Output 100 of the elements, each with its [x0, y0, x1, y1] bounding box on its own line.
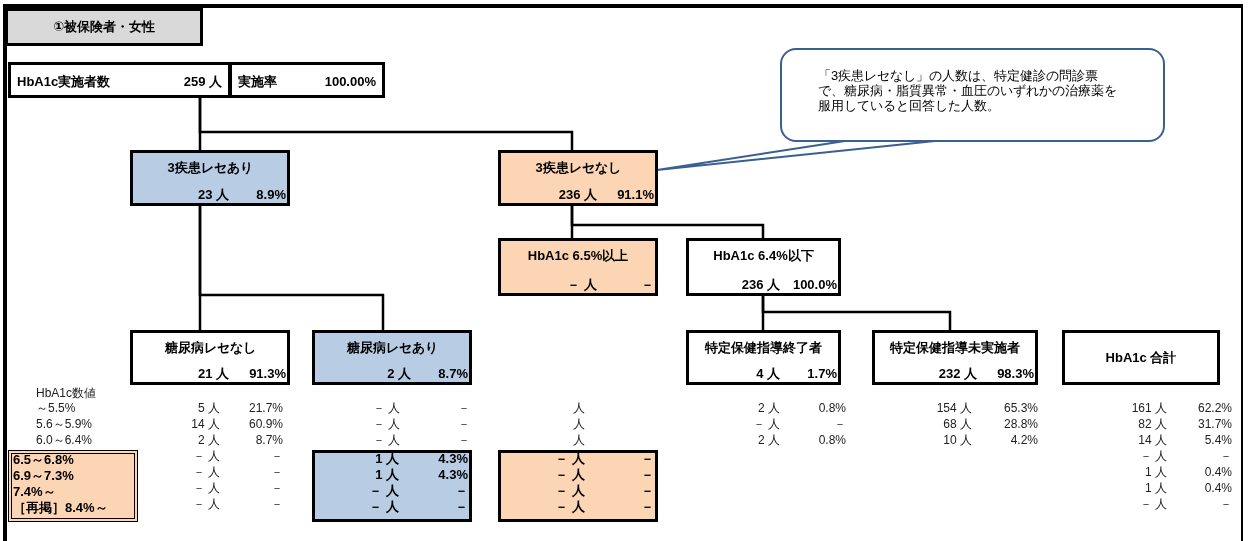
table-value: 28.8%	[1003, 417, 1038, 432]
row-label: 6.0～6.4%	[36, 433, 93, 448]
table-value: 人	[573, 401, 585, 416]
table-value: 2 人	[758, 401, 780, 416]
count-text: 1 人	[375, 451, 399, 466]
row-label: ～5.5%	[36, 401, 76, 416]
box-heading: HbA1c実施者数	[17, 74, 111, 89]
count-text: 232 人	[938, 366, 977, 381]
tree-connector	[570, 206, 765, 238]
box-heading: ①被保険者・女性	[52, 19, 156, 34]
table-value: － 人	[1139, 449, 1167, 464]
percent-text: －	[641, 277, 654, 292]
table-value: 1 人	[1145, 465, 1167, 480]
tree-connector	[198, 206, 385, 330]
percent-text: 1.7%	[807, 366, 837, 381]
count-text: 259 人	[183, 74, 222, 89]
table-value: － 人	[192, 497, 220, 512]
table-value: 0.4%	[1204, 465, 1232, 480]
count-text: － 人	[555, 483, 585, 498]
table-value: －	[458, 417, 470, 432]
range-label-box	[8, 450, 138, 522]
category-box	[498, 238, 658, 296]
range-label: 6.5～6.8%	[13, 452, 74, 467]
category-box	[872, 330, 1038, 385]
callout-text: 「3疾患レセなし」の人数は、特定健診の問診票で、糖尿病・脂質異常・血圧のいずれかの治療薬を服用していると回答した人数。	[818, 68, 1118, 113]
percent-text: 91.1%	[617, 187, 654, 202]
category-box	[686, 330, 841, 385]
box-heading: HbA1c 6.4%以下	[712, 248, 815, 263]
percent-text: 91.3%	[249, 366, 286, 381]
table-value: －	[271, 465, 283, 480]
table-value: 14 人	[1138, 433, 1167, 448]
table-value: 14 人	[191, 417, 220, 432]
table-value: 5.4%	[1204, 433, 1232, 448]
table-value: 82 人	[1138, 417, 1167, 432]
percent-text: －	[641, 483, 654, 498]
category-box	[229, 62, 385, 98]
box-heading: HbA1c 合計	[1104, 349, 1178, 365]
count-text: 21 人	[197, 366, 229, 381]
table-value: － 人	[372, 417, 400, 432]
table-value: 0.4%	[1204, 481, 1232, 496]
table-value: － 人	[372, 433, 400, 448]
callout-bubble	[780, 48, 1165, 142]
box-heading: HbA1c 6.5%以上	[526, 248, 630, 263]
table-value: －	[458, 433, 470, 448]
percent-text: －	[455, 483, 468, 498]
tree-connector	[198, 98, 574, 150]
percent-text: 98.3%	[997, 366, 1034, 381]
table-value: 4.2%	[1010, 433, 1038, 448]
table-value: － 人	[372, 401, 400, 416]
percent-text: 4.3%	[438, 451, 468, 466]
box-heading: 特定保健指導終了者	[704, 340, 823, 355]
count-text: 2 人	[387, 366, 411, 381]
count-text: 100.00%	[324, 74, 376, 89]
row-heading: HbA1c数値	[36, 386, 97, 401]
table-value: 0.8%	[818, 401, 846, 416]
table-value: 1 人	[1145, 481, 1167, 496]
row-label: 5.6～5.9%	[36, 417, 93, 432]
table-value: － 人	[192, 449, 220, 464]
count-text: 1 人	[375, 467, 399, 482]
count-text: － 人	[567, 277, 597, 292]
count-text: 236 人	[741, 277, 780, 292]
range-label: 6.9～7.3%	[13, 468, 74, 483]
category-box	[686, 238, 841, 296]
range-label: ［再掲］8.4%～	[13, 500, 108, 515]
percent-text: 8.9%	[256, 187, 286, 202]
percent-text: －	[641, 467, 654, 482]
count-text: － 人	[369, 483, 399, 498]
category-box	[8, 62, 231, 98]
table-value: 5 人	[198, 401, 220, 416]
category-box	[312, 330, 472, 385]
table-value: 154 人	[936, 401, 972, 416]
tree-connector	[761, 296, 952, 330]
table-value: － 人	[1139, 497, 1167, 512]
table-value: －	[271, 497, 283, 512]
table-value: －	[271, 481, 283, 496]
count-text: 23 人	[197, 187, 229, 202]
count-text: － 人	[555, 467, 585, 482]
table-value: －	[1220, 449, 1232, 464]
table-value: 68 人	[943, 417, 972, 432]
box-heading: 糖尿病レセなし	[163, 340, 257, 355]
table-value: 161 人	[1131, 401, 1167, 416]
count-text: 236 人	[558, 187, 597, 202]
percent-text: －	[641, 499, 654, 514]
box-heading: 糖尿病レセあり	[345, 340, 439, 355]
table-value: 2 人	[198, 433, 220, 448]
sheet-title-box	[5, 8, 203, 46]
category-box	[498, 150, 658, 206]
table-value: 0.8%	[818, 433, 846, 448]
range-label: 7.4%～	[13, 484, 56, 499]
table-value: － 人	[752, 417, 780, 432]
category-box	[130, 330, 290, 385]
count-text: － 人	[555, 499, 585, 514]
box-heading: 3疾患レセあり	[166, 160, 254, 175]
percent-text: －	[641, 451, 654, 466]
table-value: 65.3%	[1003, 401, 1038, 416]
count-text: － 人	[369, 499, 399, 514]
table-value: 62.2%	[1197, 401, 1232, 416]
count-text: － 人	[555, 451, 585, 466]
count-text: 4 人	[756, 366, 780, 381]
table-value: － 人	[192, 465, 220, 480]
